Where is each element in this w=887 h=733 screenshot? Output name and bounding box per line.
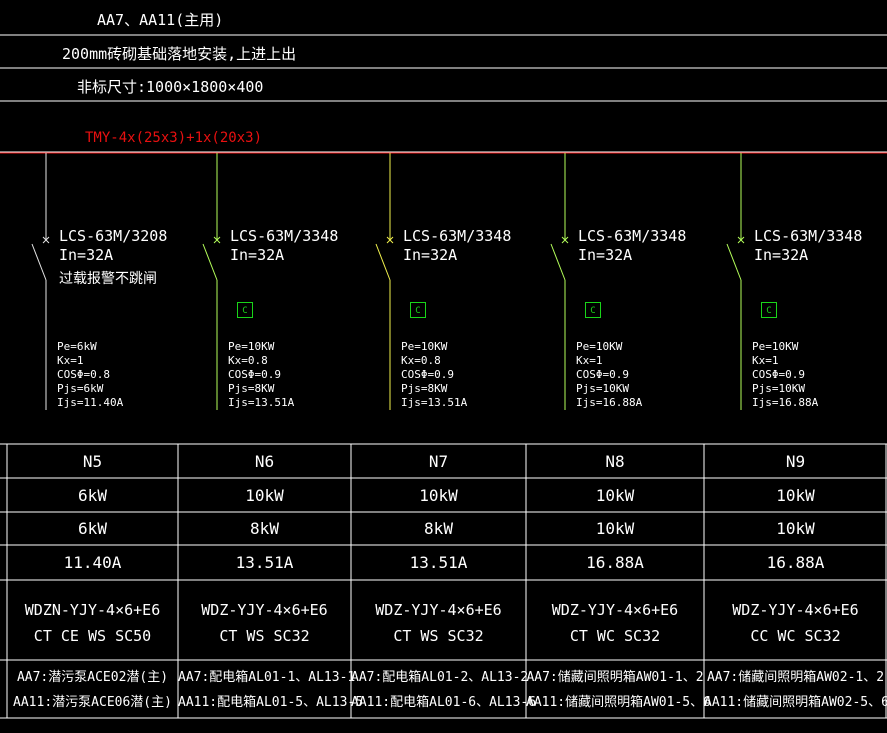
breaker-model: LCS-63M/3348	[230, 227, 339, 245]
table-cable-laying: CT WS SC32	[393, 627, 484, 645]
table-cable-type: WDZ-YJY-4×6+E6	[732, 601, 859, 619]
table-cable-laying: CT WC SC32	[569, 627, 661, 645]
breaker-rating: In=32A	[59, 246, 114, 264]
table-cable-type: WDZ-YJY-4×6+E6	[551, 601, 679, 619]
breaker-cross	[737, 236, 745, 244]
breaker-model: LCS-63M/3208	[59, 227, 168, 245]
param-pjs: Pjs=10KW	[576, 382, 629, 395]
busbar-label: TMY-4x(25x3)+1x(20x3)	[85, 130, 263, 146]
breaker-blade	[31, 243, 47, 281]
breaker-note: 过载报警不跳闸	[59, 271, 157, 287]
param-cos: COSΦ=0.8	[57, 368, 110, 381]
breaker-cross	[561, 236, 569, 244]
table-ijs: 13.51A	[409, 553, 468, 572]
contactor-symbol: C	[410, 302, 426, 318]
breaker-rating: In=32A	[578, 246, 633, 264]
table-load-aa7: AA7:储藏间照明箱AW01-1、2	[526, 670, 704, 685]
table-cable-laying: CT CE WS SC50	[33, 627, 152, 645]
param-ijs: Ijs=16.88A	[752, 396, 819, 409]
table-circuit-id: N6	[254, 452, 275, 471]
table-pe: 10kW	[595, 486, 635, 505]
breaker-cross	[386, 236, 394, 244]
table-pe: 6kW	[78, 486, 107, 505]
breaker-cross	[213, 236, 221, 244]
table-ijs: 11.40A	[63, 553, 122, 572]
breaker-blade	[726, 243, 742, 281]
table-load-aa11: AA11:储藏间照明箱AW02-5、6	[704, 695, 887, 710]
table-pjs: 10kW	[776, 519, 815, 538]
install-note: 200mm砖砌基础落地安装,上进上出	[62, 45, 297, 63]
table-pjs: 8kW	[424, 519, 453, 538]
table-circuit-id: N8	[605, 452, 625, 471]
param-pjs: Pjs=10KW	[752, 382, 805, 395]
breaker-cross	[42, 236, 50, 244]
param-pe: Pe=10KW	[576, 340, 623, 353]
param-kx: Kx=1	[57, 354, 84, 367]
table-load-aa7: AA7:潜污泵ACE02潜(主)	[16, 670, 169, 685]
param-ijs: Ijs=16.88A	[576, 396, 643, 409]
breaker-model: LCS-63M/3348	[754, 227, 863, 245]
param-pe: Pe=6kW	[57, 340, 97, 353]
table-load-aa11: AA11:配电箱AL01-5、AL13-5	[178, 695, 364, 710]
param-cos: COSΦ=0.9	[752, 368, 805, 381]
breaker-rating: In=32A	[754, 246, 809, 264]
table-cable-type: WDZN-YJY-4×6+E6	[24, 601, 161, 619]
param-pjs: Pjs=6kW	[57, 382, 104, 395]
table-pe: 10kW	[245, 486, 284, 505]
param-pjs: Pjs=8KW	[401, 382, 448, 395]
table-ijs: 13.51A	[235, 553, 294, 572]
table-cable-laying: CC WC SC32	[750, 627, 841, 645]
breaker-blade	[375, 243, 391, 281]
breaker-rating: In=32A	[403, 246, 458, 264]
contactor-symbol: C	[237, 302, 253, 318]
frame-lines	[0, 34, 887, 719]
table-circuit-id: N5	[82, 452, 103, 471]
table-cable-type: WDZ-YJY-4×6+E6	[201, 601, 328, 619]
param-kx: Kx=0.8	[401, 354, 441, 367]
param-kx: Kx=0.8	[228, 354, 268, 367]
feeder-lines	[31, 153, 745, 410]
table-load-aa11: AA11:配电箱AL01-6、AL13-6	[351, 695, 537, 710]
table-load-aa11: AA11:储藏间照明箱AW01-5、6	[526, 695, 711, 710]
breaker-blade	[202, 243, 218, 281]
param-pe: Pe=10KW	[228, 340, 275, 353]
table-load-aa7: AA7:配电箱AL01-2、AL13-2	[351, 670, 529, 685]
param-ijs: Ijs=13.51A	[228, 396, 295, 409]
param-pe: Pe=10KW	[401, 340, 448, 353]
breaker-model: LCS-63M/3348	[578, 227, 687, 245]
table-circuit-id: N7	[428, 452, 449, 471]
param-pjs: Pjs=8KW	[228, 382, 275, 395]
panel-size: 非标尺寸:1000×1800×400	[77, 78, 264, 96]
param-cos: COSΦ=0.9	[401, 368, 454, 381]
param-ijs: Ijs=13.51A	[401, 396, 468, 409]
param-ijs: Ijs=11.40A	[57, 396, 124, 409]
contactor-symbol: C	[761, 302, 777, 318]
table-cable-type: WDZ-YJY-4×6+E6	[375, 601, 502, 619]
table-cable-laying: CT WS SC32	[219, 627, 310, 645]
table-pe: 10kW	[776, 486, 815, 505]
param-pe: Pe=10KW	[752, 340, 799, 353]
table-ijs: 16.88A	[586, 553, 644, 572]
breaker-rating: In=32A	[230, 246, 285, 264]
table-load-aa11: AA11:潜污泵ACE06潜(主)	[13, 695, 172, 710]
table-load-aa7: AA7:储藏间照明箱AW02-1、2	[706, 670, 885, 685]
breaker-model: LCS-63M/3348	[403, 227, 512, 245]
table-ijs: 16.88A	[766, 553, 825, 572]
param-cos: COSΦ=0.9	[228, 368, 281, 381]
table-pjs: 6kW	[78, 519, 107, 538]
table-load-aa7: AA7:配电箱AL01-1、AL13-1	[178, 670, 356, 685]
breaker-blade	[550, 243, 566, 281]
param-kx: Kx=1	[752, 354, 779, 367]
param-kx: Kx=1	[576, 354, 603, 367]
table-pjs: 8kW	[250, 519, 279, 538]
table-circuit-id: N9	[785, 452, 806, 471]
param-cos: COSΦ=0.9	[576, 368, 629, 381]
table-pe: 10kW	[419, 486, 458, 505]
contactor-symbol: C	[585, 302, 601, 318]
table-pjs: 10kW	[595, 519, 635, 538]
panel-title: AA7、AA11(主用)	[97, 11, 224, 29]
